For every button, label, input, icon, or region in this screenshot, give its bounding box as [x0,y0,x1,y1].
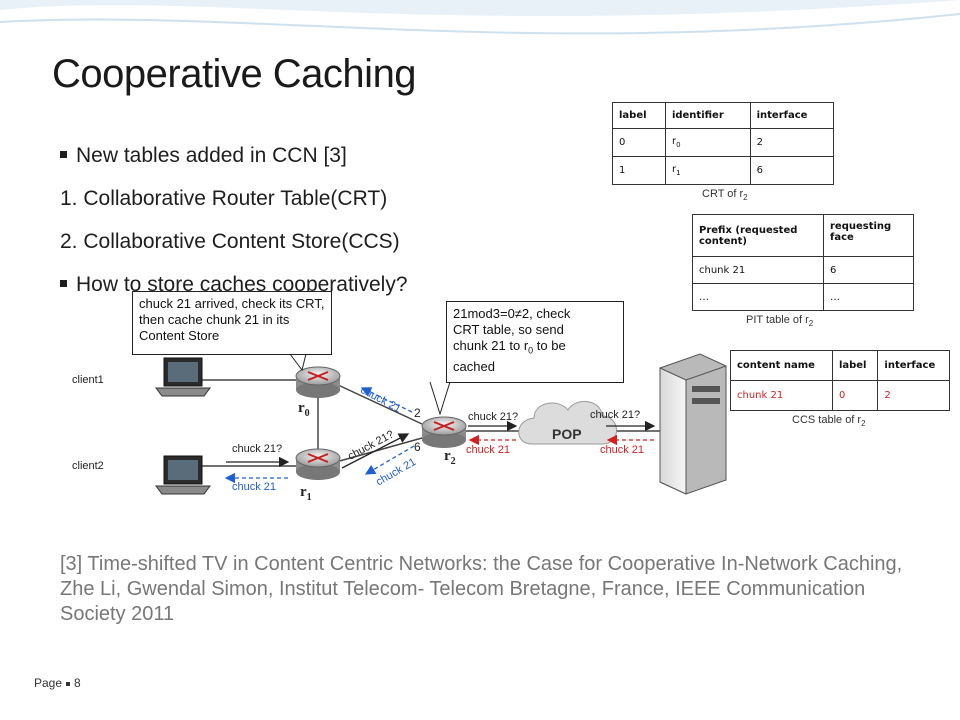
ccs-table: content name label interface chunk 21 0 … [730,350,950,411]
pit-table: Prefix (requested content) requesting fa… [692,214,914,311]
router-r1-label: r1 [300,484,312,503]
router-r0-label: r0 [298,400,310,419]
interface-2-label: 2 [414,406,421,420]
reference-citation: [3] Time-shifted TV in Content Centric N… [60,553,903,625]
slide-title: Cooperative Caching [52,52,417,96]
pop-label: POP [552,426,582,442]
pit-caption: PIT table of r2 [746,314,814,329]
interest-message-label: chuck 21? [232,443,283,455]
laptop-icon [155,455,211,495]
router-r1-icon [295,448,341,480]
client2-label: client2 [72,460,104,472]
data-message-label: chuck 21 [466,444,511,456]
square-bullet-icon [60,150,67,158]
data-message-label: chuck 21 [232,481,277,493]
client1-label: client1 [72,374,104,386]
table-header: Prefix (requested content) [692,214,824,257]
bullet-item: 1. Collaborative Router Table(CRT) [60,187,388,210]
table-row: … … [692,283,914,311]
crt-table: label identifier interface 0 r0 2 1 r1 6 [612,102,835,185]
table-row: chunk 21 0 2 [730,380,950,411]
bullet-item: How to store caches cooperatively? [60,263,480,306]
interface-6-label: 6 [414,440,421,454]
data-message-label: chuck 21 [600,444,645,456]
cloud-icon [518,401,617,445]
interest-message-label: chuck 21? [590,409,641,421]
square-bullet-icon [60,279,67,287]
router-r0-icon [295,366,341,398]
bullet-item: New tables added in CCN [3] [60,134,480,177]
bullet-item: 2. Collaborative Content Store(CCS) [60,230,400,253]
callout-r0: chuck 21 arrived, check its CRT, then ca… [132,291,332,355]
table-row: 0 r0 2 [612,128,835,157]
laptop-icon [155,357,211,397]
router-r2-icon [421,416,467,448]
router-r2-label: r2 [444,448,456,467]
ccs-caption: CCS table of r2 [792,414,866,429]
interest-message-label: chuck 21? [468,411,519,423]
crt-caption: CRT of r2 [702,188,748,203]
callout-r2: 21mod3=0≠2, check CRT table, so send chu… [446,301,624,383]
bullet-list: New tables added in CCN [3] 1. Collabora… [60,134,480,306]
table-row: 1 r1 6 [612,156,835,185]
square-bullet-icon [66,681,71,686]
table-header: requesting face [823,214,914,257]
server-icon [659,353,727,495]
